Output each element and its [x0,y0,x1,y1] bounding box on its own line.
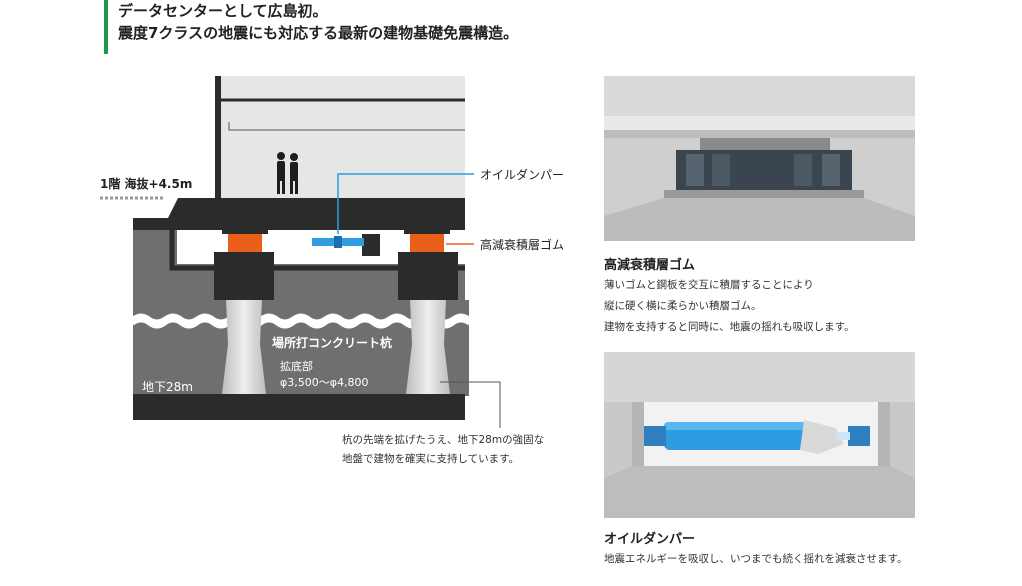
rubber-section-body: 薄いゴムと鋼板を交互に積層することにより 縦に硬く横に柔らかい積層ゴム。 建物を… [604,275,855,338]
header-line-1: データセンターとして広島初。 [118,2,328,20]
rubber-callout: 高減衰積層ゴム [480,238,565,252]
floor-level-label: 1階 海抜+4.5m [100,177,193,191]
bearing-stratum [133,394,465,420]
rubber-text-line: 縦に硬く横に柔らかい積層ゴム。 [604,300,762,312]
damper-bracket [362,234,380,256]
deep-soil-layer [133,321,469,396]
pile-cap-right [398,252,458,300]
rubber-section-title: 高減衰積層ゴム [604,258,696,273]
building-interior [215,76,465,198]
people-silhouette-icon [277,152,298,194]
rubber-photo [604,76,915,241]
damper-photo-illustration [604,352,915,518]
foundation-cross-section [100,76,501,428]
damper-section-title: オイルダンパー [604,532,696,547]
foundation-diagram: 1階 海抜+4.5m オイルダンパー 高減衰積層ゴム 場所打コンクリート杭 拡底… [0,0,600,480]
header-line-2: 震度7クラスの地震にも対応する最新の建物基礎免震構造。 [118,24,519,42]
damper-section-body: 地震エネルギーを吸収し、いつまでも続く揺れを減衰させます。 [604,549,907,570]
rubber-photo-illustration [604,76,915,241]
oil-damper-callout: オイルダンパー [480,168,565,182]
ceiling-line [228,122,465,131]
soil-wave-top [133,300,469,321]
rubber-text-line: 薄いゴムと鋼板を交互に積層することにより [604,279,814,291]
enlarge-value: φ3,500〜φ4,800 [280,376,369,389]
isolation-rubber-right [410,232,444,252]
pit-retaining-wall [169,222,465,271]
depth-label: 地下28m [142,380,193,394]
pile-label: 場所打コンクリート杭 [272,336,393,350]
concrete-pile-right [406,300,450,394]
enlarge-label: 拡底部 [280,360,313,373]
rubber-text-line: 建物を支持すると同時に、地震の揺れも吸収します。 [604,321,855,333]
building-wall [215,76,221,198]
building-base-slab [133,198,465,230]
damper-photo [604,352,915,518]
pile-note-line-1: 杭の先端を拡げたうえ、地下28mの強固な [342,434,545,446]
concrete-pile-left [222,300,266,394]
pile-note-leader [440,381,501,428]
isolation-rubber-left [228,232,262,252]
oil-damper-leader [337,173,474,234]
page-header: データセンターとして広島初。 震度7クラスの地震にも対応する最新の建物基礎免震構… [104,0,518,54]
pile-note-line-2: 地盤で建物を確実に支持しています。 [342,453,520,465]
pile-cap-left [214,252,274,300]
damper-text-line: 地震エネルギーを吸収し、いつまでも続く揺れを減衰させます。 [604,553,908,565]
